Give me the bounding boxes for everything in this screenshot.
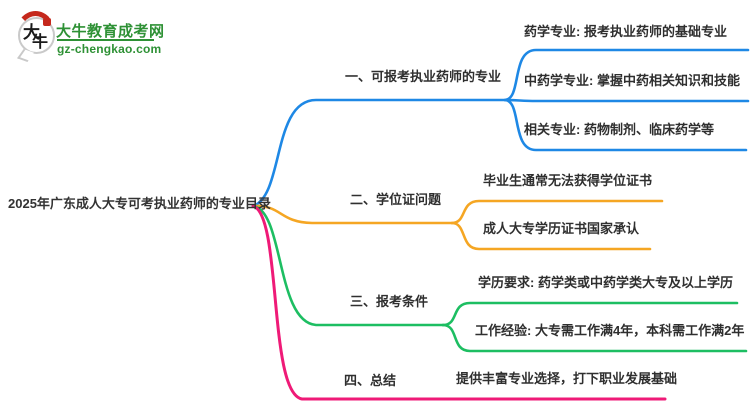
branch-2-child-2-connector [450, 221, 652, 251]
branch-2-connector [251, 204, 454, 225]
root-node[interactable]: 2025年广东成人大专可考执业药师的专业目录 [8, 196, 271, 211]
branch-1-child-2-connector [503, 98, 750, 103]
branch-3-connector [251, 204, 445, 327]
leaf-node[interactable]: 毕业生通常无法获得学位证书 [483, 173, 653, 188]
logo-glyph-niu: 牛 [32, 34, 49, 51]
branch-4-connector [251, 204, 667, 401]
branch-3-child-2-connector [441, 323, 748, 353]
leaf-node[interactable]: 工作经验: 大专需工作满4年，本科需工作满2年 [475, 323, 745, 338]
logo-glyph-da: 大 [23, 23, 40, 42]
logo-red-arc-icon [15, 11, 56, 41]
leaf-node[interactable]: 药学专业: 报考执业药师的基础专业 [524, 24, 727, 39]
branch-1-child-1-connector [503, 48, 750, 102]
logo-divider [57, 39, 154, 41]
leaf-node[interactable]: 成人大专学历证书国家承认 [483, 221, 640, 236]
leaf-node[interactable]: 学历要求: 药学类或中药学类大专及以上学历 [478, 275, 733, 290]
branch-1-child-3-connector [503, 98, 748, 152]
leaf-node[interactable]: 相关专业: 药物制剂、临床药学等 [524, 122, 714, 137]
site-url-link[interactable]: gz-chengkao.com [57, 42, 162, 56]
branch-1-node[interactable]: 一、可报考执业药师的专业 [345, 69, 502, 84]
branch-3-child-1-connector [441, 301, 739, 327]
branch-3-node[interactable]: 三、报考条件 [350, 294, 429, 309]
leaf-node[interactable]: 中药学专业: 掌握中药相关知识和技能 [524, 73, 740, 88]
branch-1-connector [251, 98, 507, 208]
leaf-node[interactable]: 提供丰富专业选择，打下职业发展基础 [456, 371, 678, 386]
branch-4-node[interactable]: 四、总结 [344, 373, 397, 388]
logo-seal-icon [43, 18, 51, 26]
branch-2-node[interactable]: 二、学位证问题 [350, 192, 442, 207]
site-logo[interactable]: 大 牛 大牛教育成考网 gz-chengkao.com [15, 11, 216, 63]
branch-2-child-1-connector [450, 199, 664, 225]
site-name: 大牛教育成考网 [56, 23, 165, 40]
